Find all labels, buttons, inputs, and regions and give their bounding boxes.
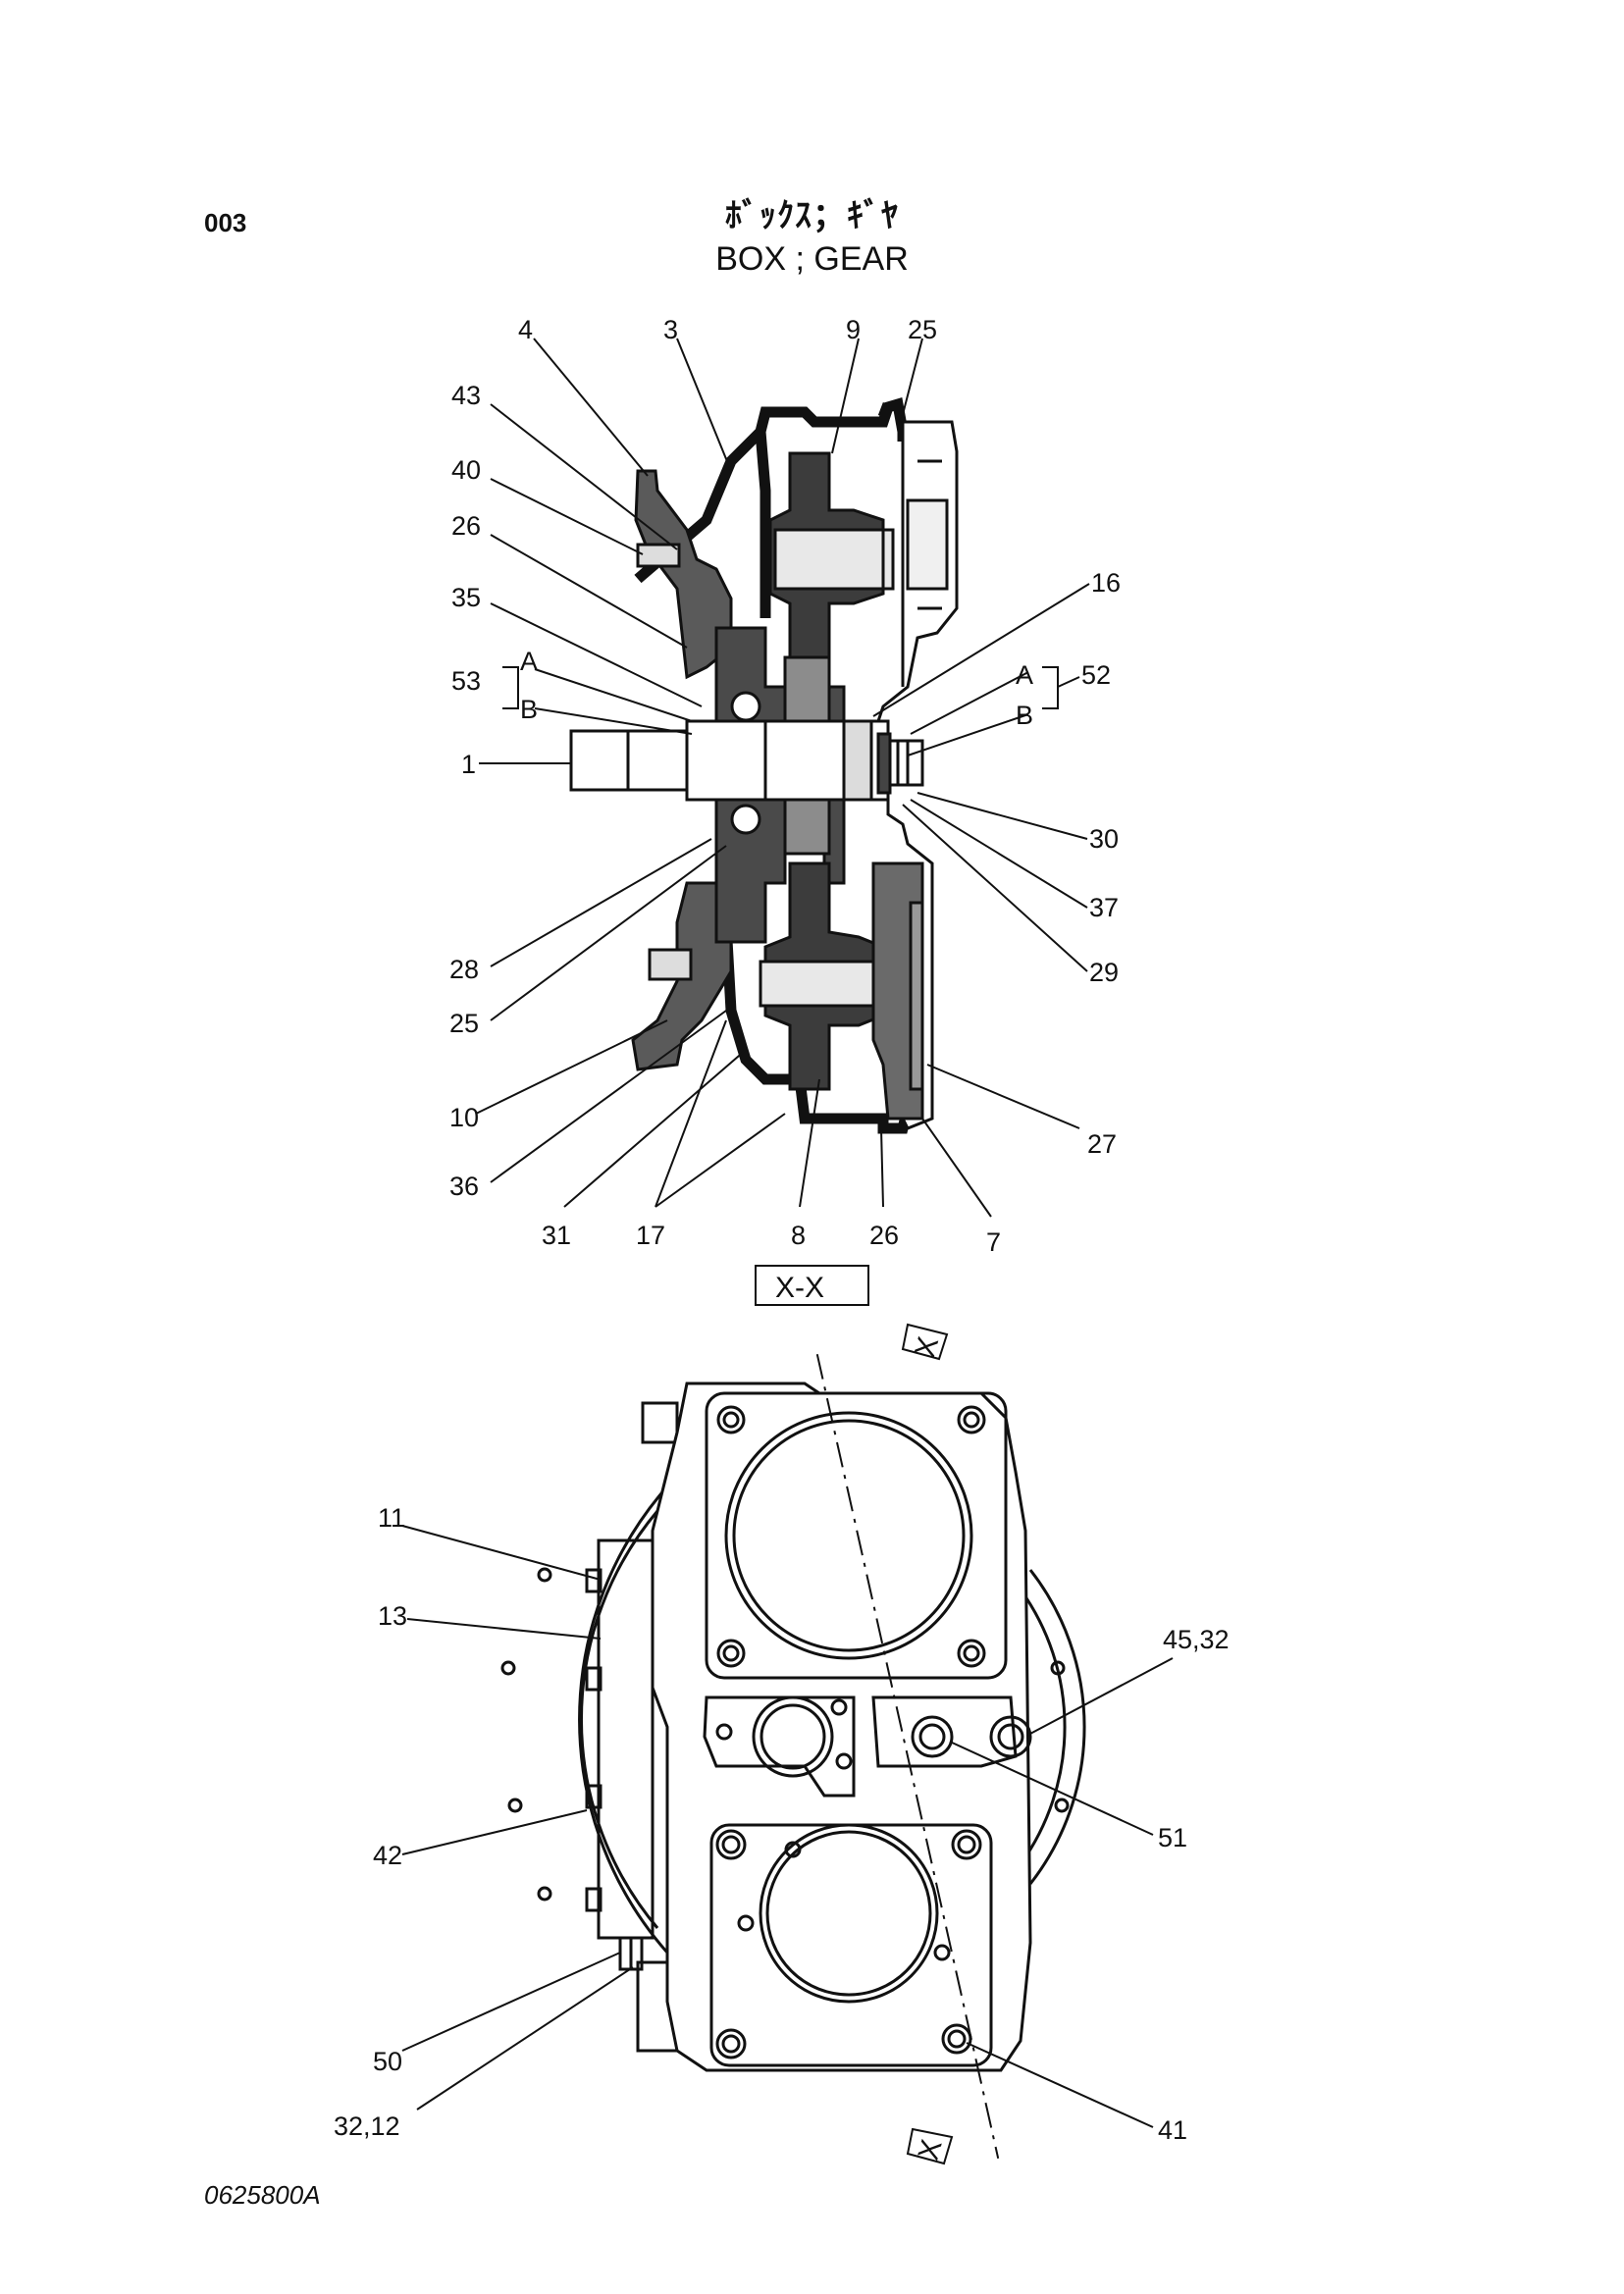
callout-37: 37 (1089, 893, 1119, 922)
drawing-id: 0625800A (204, 2180, 321, 2210)
callout-53-a: A (520, 647, 538, 676)
mounting-ring-outer (578, 1486, 669, 1954)
section-view (569, 396, 959, 1134)
plan-view (500, 1382, 1086, 2072)
callout-31: 31 (542, 1221, 571, 1250)
section-arrow-top (901, 1323, 949, 1361)
section-callouts: 4 3 9 25 43 40 26 35 53 A B 1 16 A 52 B … (449, 315, 1121, 1304)
bearing-ball-upper (730, 691, 761, 722)
callout-10: 10 (449, 1103, 479, 1132)
callout-26-bottom: 26 (869, 1221, 899, 1250)
callout-4: 4 (518, 315, 533, 344)
callout-13: 13 (378, 1601, 407, 1631)
callout-25-left: 25 (449, 1009, 479, 1038)
upper-bore-frame (705, 1391, 1008, 1680)
callout-32-12: 32,12 (334, 2112, 400, 2141)
callout-52-a: A (1016, 660, 1033, 690)
callout-16: 16 (1091, 568, 1121, 598)
gear-housing-body (651, 1382, 1032, 2072)
callout-29: 29 (1089, 958, 1119, 987)
callout-25-top: 25 (908, 315, 937, 344)
section-leader-lines (475, 338, 1090, 1218)
section-arrow-bottom (906, 2127, 954, 2165)
port-plate (703, 1695, 856, 1798)
lower-bore (759, 1823, 939, 2004)
title-japanese: ﾎﾞｯｸｽ；ｷﾞﾔ (725, 197, 899, 235)
plan-leader-lines (401, 1525, 1174, 2128)
bearing-right (842, 719, 873, 802)
callout-40: 40 (451, 455, 481, 485)
mounting-ring-right (1028, 1569, 1086, 1885)
cover-plate (875, 420, 959, 1130)
callout-36: 36 (449, 1172, 479, 1201)
callout-53-b: B (520, 695, 538, 724)
callout-28: 28 (449, 955, 479, 984)
port-51 (911, 1715, 954, 1758)
callout-52-b: B (1016, 701, 1033, 730)
callout-51: 51 (1158, 1823, 1187, 1852)
callout-52: 52 (1081, 660, 1111, 690)
page-code: 003 (204, 208, 247, 237)
callout-50: 50 (373, 2047, 402, 2076)
side-plate (597, 1538, 655, 1940)
callout-30: 30 (1089, 824, 1119, 854)
callout-3: 3 (663, 315, 678, 344)
callout-42: 42 (373, 1841, 402, 1870)
callout-45-32: 45,32 (1163, 1625, 1230, 1654)
callout-7: 7 (986, 1227, 1001, 1257)
callout-53: 53 (451, 666, 481, 696)
end-plate (909, 901, 924, 1091)
upper-bore (724, 1411, 973, 1660)
input-shaft-stub (569, 729, 691, 792)
callout-26-left: 26 (451, 511, 481, 541)
bolt-lower (648, 948, 693, 981)
planet-pin-lower (759, 960, 895, 1008)
callout-41: 41 (1158, 2115, 1187, 2145)
bolt-upper (636, 543, 681, 568)
bearing-ball-lower (730, 804, 761, 835)
mounting-ring-inner (580, 1510, 659, 1929)
housing-outline (634, 396, 914, 1134)
callout-8: 8 (791, 1221, 806, 1250)
port-45 (989, 1715, 1032, 1758)
callout-17: 17 (636, 1221, 665, 1250)
callout-27: 27 (1087, 1129, 1117, 1159)
cover-window (906, 498, 949, 591)
section-label: X-X (775, 1272, 824, 1304)
callout-43: 43 (451, 381, 481, 410)
title-english: BOX ; GEAR (715, 240, 909, 278)
plug-52 (886, 739, 924, 787)
callout-1: 1 (461, 750, 476, 779)
planet-pin-upper (773, 528, 895, 591)
plan-callouts: X X 11 13 42 50 32,12 45,32 51 41 (334, 1333, 1230, 2164)
section-label-box (755, 1265, 869, 1306)
callout-35: 35 (451, 583, 481, 612)
callout-11: 11 (378, 1503, 405, 1533)
section-cut-line (815, 1323, 1000, 2165)
center-port (752, 1695, 834, 1778)
callout-9: 9 (846, 315, 861, 344)
